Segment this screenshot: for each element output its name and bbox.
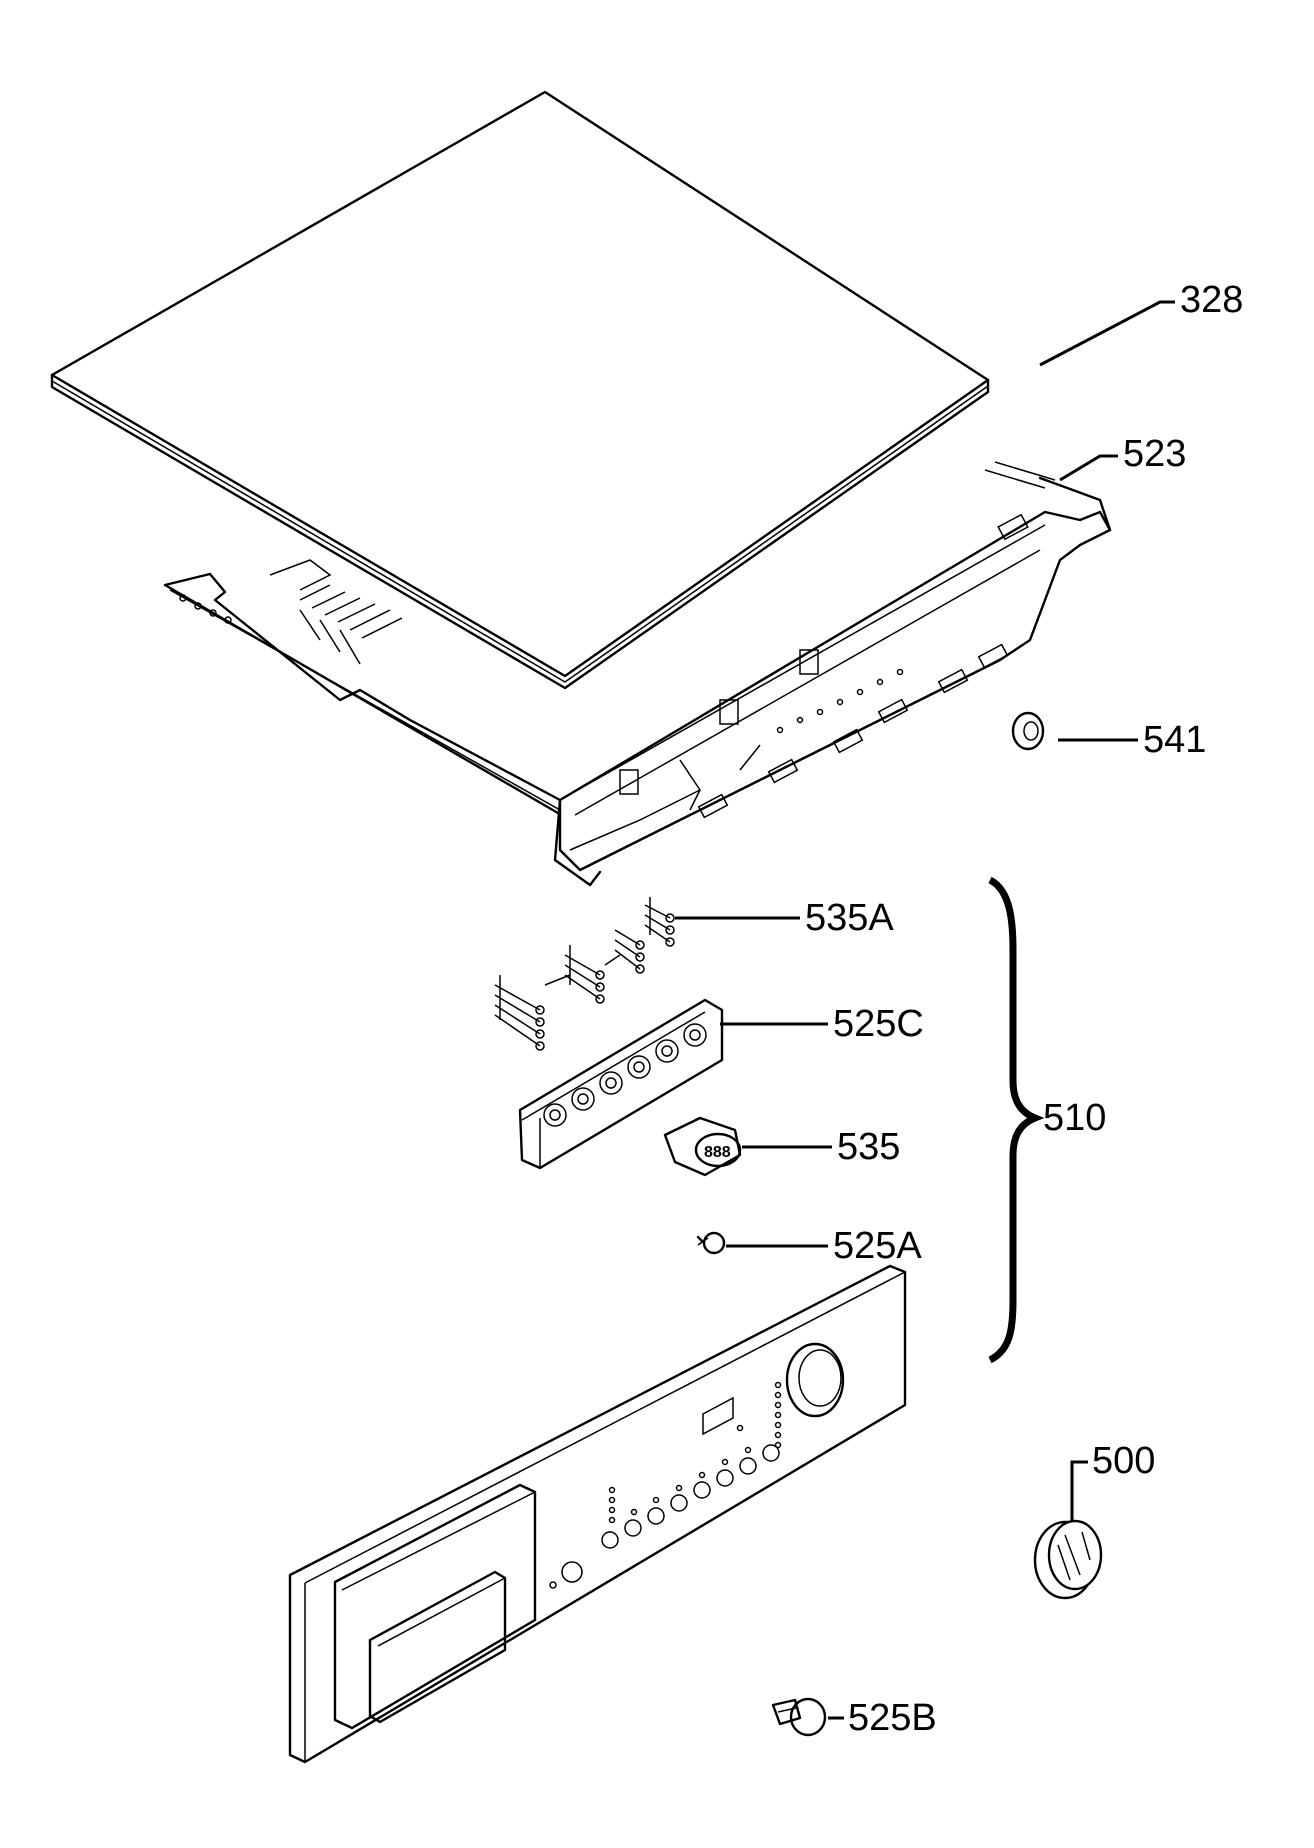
label-523: 523 <box>1123 433 1186 475</box>
label-500: 500 <box>1092 1440 1155 1482</box>
light-pipe-group-3 <box>604 929 645 974</box>
frame-rib-slots <box>299 584 403 665</box>
part-328-top-cover <box>50 90 990 690</box>
frame-holes <box>776 668 904 734</box>
label-535: 535 <box>837 1126 900 1168</box>
frame-tabs <box>619 513 1029 819</box>
label-525C: 525C <box>833 1003 924 1045</box>
part-525A-small-button <box>696 1231 726 1255</box>
display-digits-text: 888 <box>704 1144 731 1161</box>
label-525B: 525B <box>848 1697 937 1739</box>
part-500-knob <box>1033 1519 1103 1600</box>
panel-leds <box>549 1381 782 1589</box>
light-pipe-group-2 <box>544 945 605 1004</box>
panel-buttons <box>561 1444 780 1583</box>
label-535A: 535A <box>805 897 894 939</box>
part-525C-button-carrier <box>518 998 724 1170</box>
label-328: 328 <box>1180 279 1243 321</box>
part-525B-button <box>771 1697 827 1737</box>
part-535A-light-pipes <box>494 897 675 1051</box>
part-523-panel-frame <box>163 461 1112 887</box>
light-pipe-group-4 <box>644 897 675 947</box>
label-510: 510 <box>1043 1097 1106 1139</box>
label-541: 541 <box>1143 719 1206 761</box>
part-front-control-panel <box>288 1264 907 1764</box>
part-541-grommet <box>1011 711 1045 751</box>
label-525A: 525A <box>833 1225 922 1267</box>
carrier-buttons <box>543 1023 707 1127</box>
light-pipe-group-1 <box>494 975 545 1051</box>
part-535-display-module: 888 <box>663 1116 742 1177</box>
bracket-510 <box>988 876 1045 1364</box>
leader-lines <box>675 300 1175 1720</box>
